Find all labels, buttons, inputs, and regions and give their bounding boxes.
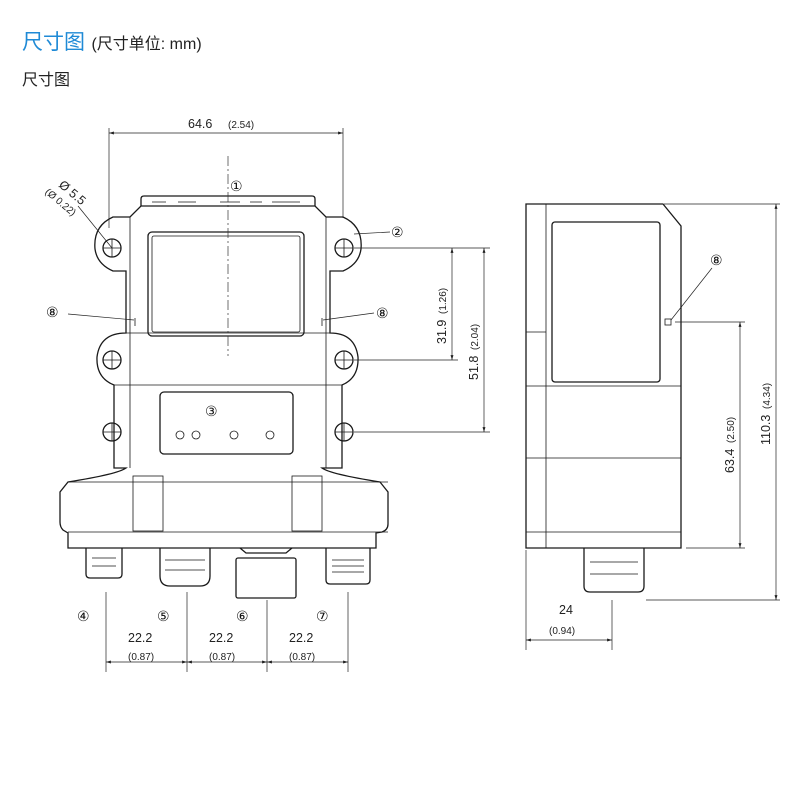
dim-depth-mm: 24 xyxy=(559,603,573,617)
dim-110-3-mm: 110.3 xyxy=(759,415,773,445)
side-view xyxy=(525,203,682,593)
dim-31-9-mm: 31.9 xyxy=(435,320,449,344)
dim-pitch-1-inch: (0.87) xyxy=(128,652,154,663)
dim-width-mm: 64.6 xyxy=(188,117,212,131)
dim-63-4-inch: (2.50) xyxy=(726,417,737,443)
callout-3: ③ xyxy=(205,403,218,419)
callout-2: ② xyxy=(391,224,404,240)
callout-8-side: ⑧ xyxy=(710,252,723,268)
dim-63-4-mm: 63.4 xyxy=(723,449,737,473)
callout-8-left: ⑧ xyxy=(46,304,59,320)
front-view xyxy=(59,156,389,599)
dim-pitch-1-mm: 22.2 xyxy=(128,631,152,645)
callout-8-right: ⑧ xyxy=(376,305,389,321)
dim-pitch-3-mm: 22.2 xyxy=(289,631,313,645)
dim-pitch-2-mm: 22.2 xyxy=(209,631,233,645)
dim-51-8-inch: (2.04) xyxy=(470,324,481,350)
header-title: 尺寸图 xyxy=(22,31,85,54)
drawing-subtitle: 尺寸图 xyxy=(22,72,71,89)
callout-1: ① xyxy=(230,178,243,194)
dim-pitch-3-inch: (0.87) xyxy=(289,652,315,663)
callout-7: ⑦ xyxy=(316,608,329,624)
callout-4: ④ xyxy=(77,608,90,624)
page-header: 尺寸图 (尺寸单位: mm) xyxy=(22,26,202,56)
dim-51-8-mm: 51.8 xyxy=(467,356,481,380)
callout-6: ⑥ xyxy=(236,608,249,624)
callout-5: ⑤ xyxy=(157,608,170,624)
dim-31-9-inch: (1.26) xyxy=(438,288,449,314)
header-unit-note: (尺寸单位: mm) xyxy=(91,36,202,53)
dim-pitch-2-inch: (0.87) xyxy=(209,652,235,663)
dim-depth-inch: (0.94) xyxy=(549,626,575,637)
dim-width-inch: (2.54) xyxy=(228,120,254,131)
dim-110-3-inch: (4.34) xyxy=(762,383,773,409)
